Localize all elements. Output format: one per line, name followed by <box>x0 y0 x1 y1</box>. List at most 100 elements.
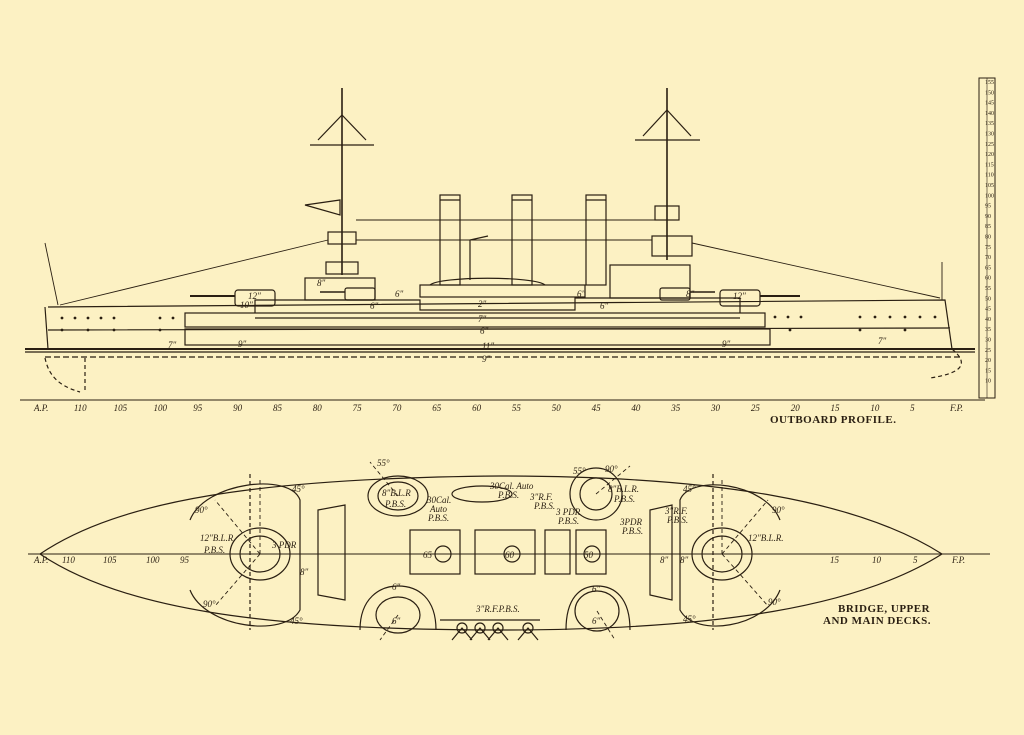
vertical-scale-tick: 85 <box>985 224 991 230</box>
profile-station-tick: 65 <box>432 403 442 413</box>
angle-label: 45° <box>683 484 696 494</box>
profile-station-tick: 70 <box>392 403 402 413</box>
gun-label: 8" <box>660 555 669 565</box>
angle-label: 90° <box>195 505 208 515</box>
hull-outline <box>44 299 953 350</box>
gun-label: 8" <box>317 278 326 288</box>
gun-label: P.B.S. <box>613 494 635 504</box>
gun-label: P.B.S. <box>203 545 225 555</box>
gun-label: 6" <box>592 584 601 594</box>
vertical-scale-tick: 20 <box>985 358 991 364</box>
angle-label: 55° <box>573 466 586 476</box>
fwd-6in-sponson <box>565 585 631 631</box>
vertical-scale-tick: 75 <box>985 245 991 251</box>
outboard-profile <box>20 77 996 401</box>
fwd-deckhouse <box>609 264 691 299</box>
gun-label: 8" <box>680 555 689 565</box>
profile-station-tick: 55 <box>512 403 522 413</box>
bridge-outline <box>317 504 346 601</box>
profile-station-tick: 15 <box>831 403 841 413</box>
gun-label: 6" <box>392 582 401 592</box>
armor-label: 7" <box>168 340 177 350</box>
gun-label: P.B.S. <box>621 526 643 536</box>
profile-station-tick: 105 <box>114 403 128 413</box>
armor-label: 7" <box>478 314 487 324</box>
profile-station-tick: 20 <box>791 403 801 413</box>
aft-12in-barbette <box>229 527 291 581</box>
armor-label: 11" <box>482 341 494 351</box>
profile-station-tick: 40 <box>631 403 641 413</box>
vertical-scale-tick: 35 <box>985 327 991 333</box>
profile-station-tick: F.P. <box>949 403 963 413</box>
boat-plan <box>451 485 513 503</box>
profile-station-tick: 5 <box>910 403 915 413</box>
armor-label: 9" <box>482 354 491 364</box>
vertical-scale-tick: 60 <box>985 276 991 282</box>
vertical-scale-tick: 80 <box>985 235 991 241</box>
central-deckhouse <box>409 529 461 575</box>
gun-label: Auto <box>429 504 447 514</box>
armor-belt-upper <box>184 312 766 328</box>
profile-station-tick: 30 <box>710 403 721 413</box>
gun-label: 12" <box>733 291 746 301</box>
armor-label: 9" <box>722 339 731 349</box>
superstructure <box>254 297 741 313</box>
armor-label: 9" <box>238 339 247 349</box>
gun-label: 2" <box>478 299 487 309</box>
angle-label: 90° <box>203 599 216 609</box>
vertical-scale-tick: 45 <box>985 307 991 313</box>
station-label: 60 <box>505 550 515 560</box>
fwd-12in-turret <box>719 289 761 307</box>
gun-label: 6" <box>395 289 404 299</box>
gun-label: P.B.S. <box>384 499 406 509</box>
gun-label: 12"B.L.R. <box>748 533 784 543</box>
vertical-scale-tick: 140 <box>985 111 994 117</box>
gun-label: 8" <box>686 289 695 299</box>
angle-label: 45° <box>683 614 696 624</box>
plan-station-tick: 110 <box>62 555 75 565</box>
gun-label: P.B.S. <box>533 501 555 511</box>
gun-label: 12"B.L.R. <box>200 533 236 543</box>
plan-station-tick: 10 <box>872 555 882 565</box>
vertical-scale-tick: 30 <box>985 338 991 344</box>
vertical-scale-tick: 50 <box>985 296 991 302</box>
profile-station-tick: 80 <box>313 403 323 413</box>
fwd-12in-barbette <box>691 527 753 581</box>
gun-label: 8"B.L.R <box>382 488 411 498</box>
vertical-scale-tick: 100 <box>985 193 994 199</box>
vertical-scale-tick: 10 <box>985 379 991 385</box>
angle-label: 45° <box>290 616 303 626</box>
armor-belt-lower <box>184 328 771 346</box>
vertical-scale-tick: 90 <box>985 214 991 220</box>
fwd-8in-turret <box>659 287 691 301</box>
vertical-scale <box>978 77 996 399</box>
gun-label: 6" <box>370 301 379 311</box>
angle-label: 90° <box>768 597 781 607</box>
fwd-mast <box>635 88 700 260</box>
gun-label: 3"R.F. <box>664 506 688 516</box>
profile-station-tick: 90 <box>233 403 243 413</box>
vertical-scale-tick: 65 <box>985 265 991 271</box>
profile-station-tick: 45 <box>592 403 602 413</box>
vertical-scale-tick: 15 <box>985 368 991 374</box>
vertical-scale-tick: 155 <box>985 80 994 86</box>
gun-label: P.B.S. <box>557 516 579 526</box>
gun-label: 8" <box>300 567 309 577</box>
profile-station-tick: 85 <box>273 403 283 413</box>
angle-label: 55° <box>377 458 390 468</box>
profile-station-tick: 75 <box>353 403 363 413</box>
plan-caption-line1: BRIDGE, UPPER <box>838 603 931 615</box>
aft-deckhouse <box>304 277 376 301</box>
profile-station-tick: 25 <box>751 403 761 413</box>
vertical-scale-labels: 1551501451401351301251201151101051009590… <box>985 80 994 385</box>
gun-label: 6" <box>577 289 586 299</box>
plan-station-tick: A.P. <box>33 555 48 565</box>
profile-station-tick: 95 <box>193 403 203 413</box>
gun-label: 6" <box>600 301 609 311</box>
gun-label: 6" <box>392 616 401 626</box>
angle-label: 90° <box>772 505 785 515</box>
plan-station-tick: 105 <box>103 555 117 565</box>
armor-label: 7" <box>878 336 887 346</box>
